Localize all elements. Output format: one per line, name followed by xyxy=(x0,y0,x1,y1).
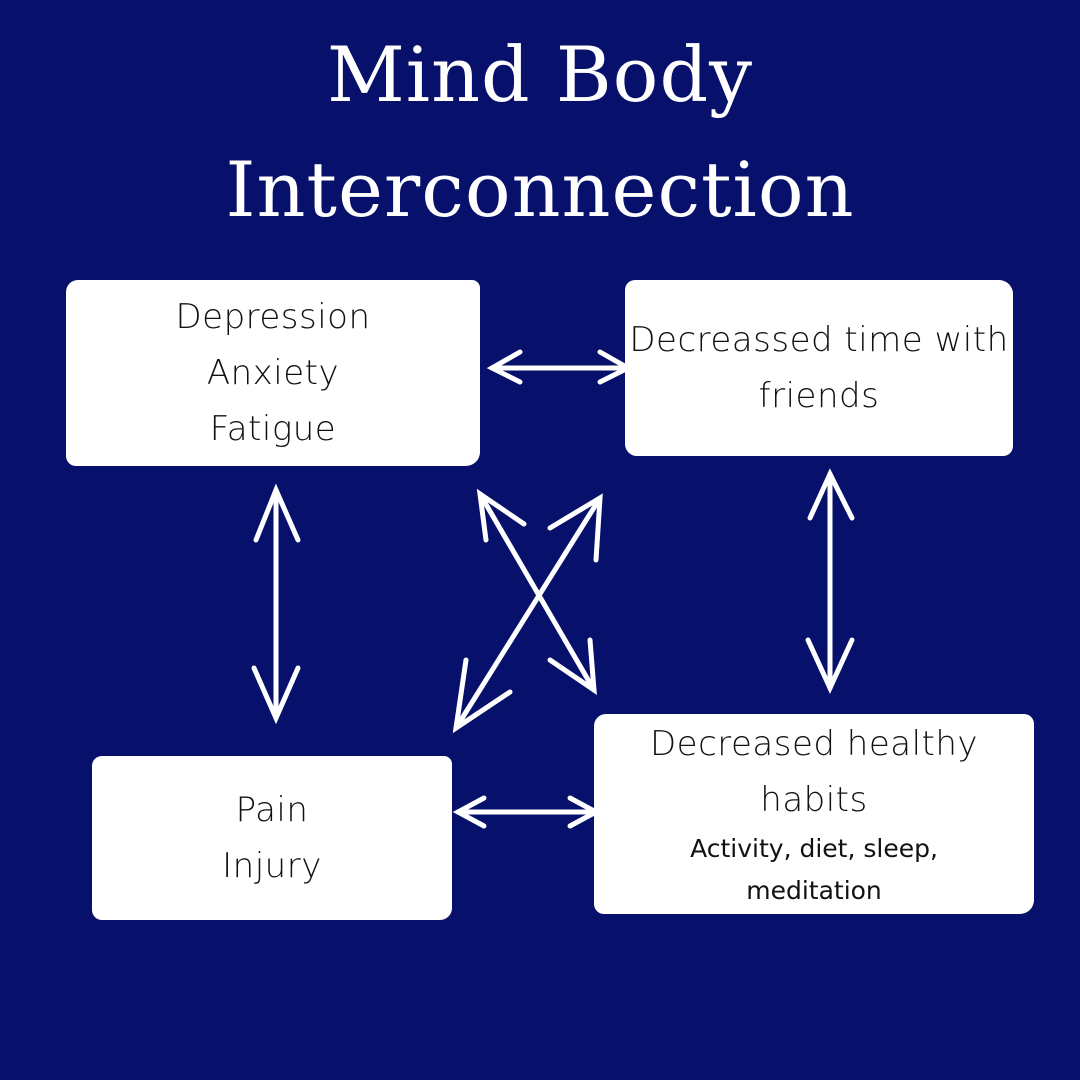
arrow-mental-social xyxy=(486,349,634,385)
box-text: Pain xyxy=(235,790,309,830)
box-decreased-healthy-habits: Decreased healthy habits Activity, diet,… xyxy=(594,714,1034,914)
arrow-mental-habits xyxy=(476,488,597,696)
box-subtext: Activity, diet, sleep, xyxy=(690,834,938,863)
box-text: Decreassed time with xyxy=(629,320,1009,360)
arrow-social-habits xyxy=(805,468,855,695)
box-subtext: meditation xyxy=(746,876,882,905)
title-line-1: Mind Body xyxy=(326,30,754,119)
box-text: Anxiety xyxy=(206,353,340,393)
arrow-physical-habits xyxy=(452,795,602,829)
arrow-mental-physical xyxy=(251,483,301,725)
arrow-social-physical xyxy=(452,493,603,734)
box-text: friends xyxy=(758,376,880,416)
box-text: Depression xyxy=(175,297,371,337)
box-text: Fatigue xyxy=(209,409,337,449)
box-text: Injury xyxy=(222,846,322,886)
box-text: Decreased healthy xyxy=(649,724,979,764)
box-depression-anxiety-fatigue: Depression Anxiety Fatigue xyxy=(66,280,480,466)
box-decreased-time-with-friends: Decreassed time with friends xyxy=(625,280,1013,456)
box-text: habits xyxy=(760,780,868,820)
title-line-2: Interconnection xyxy=(225,145,855,234)
box-pain-injury: Pain Injury xyxy=(92,756,452,920)
